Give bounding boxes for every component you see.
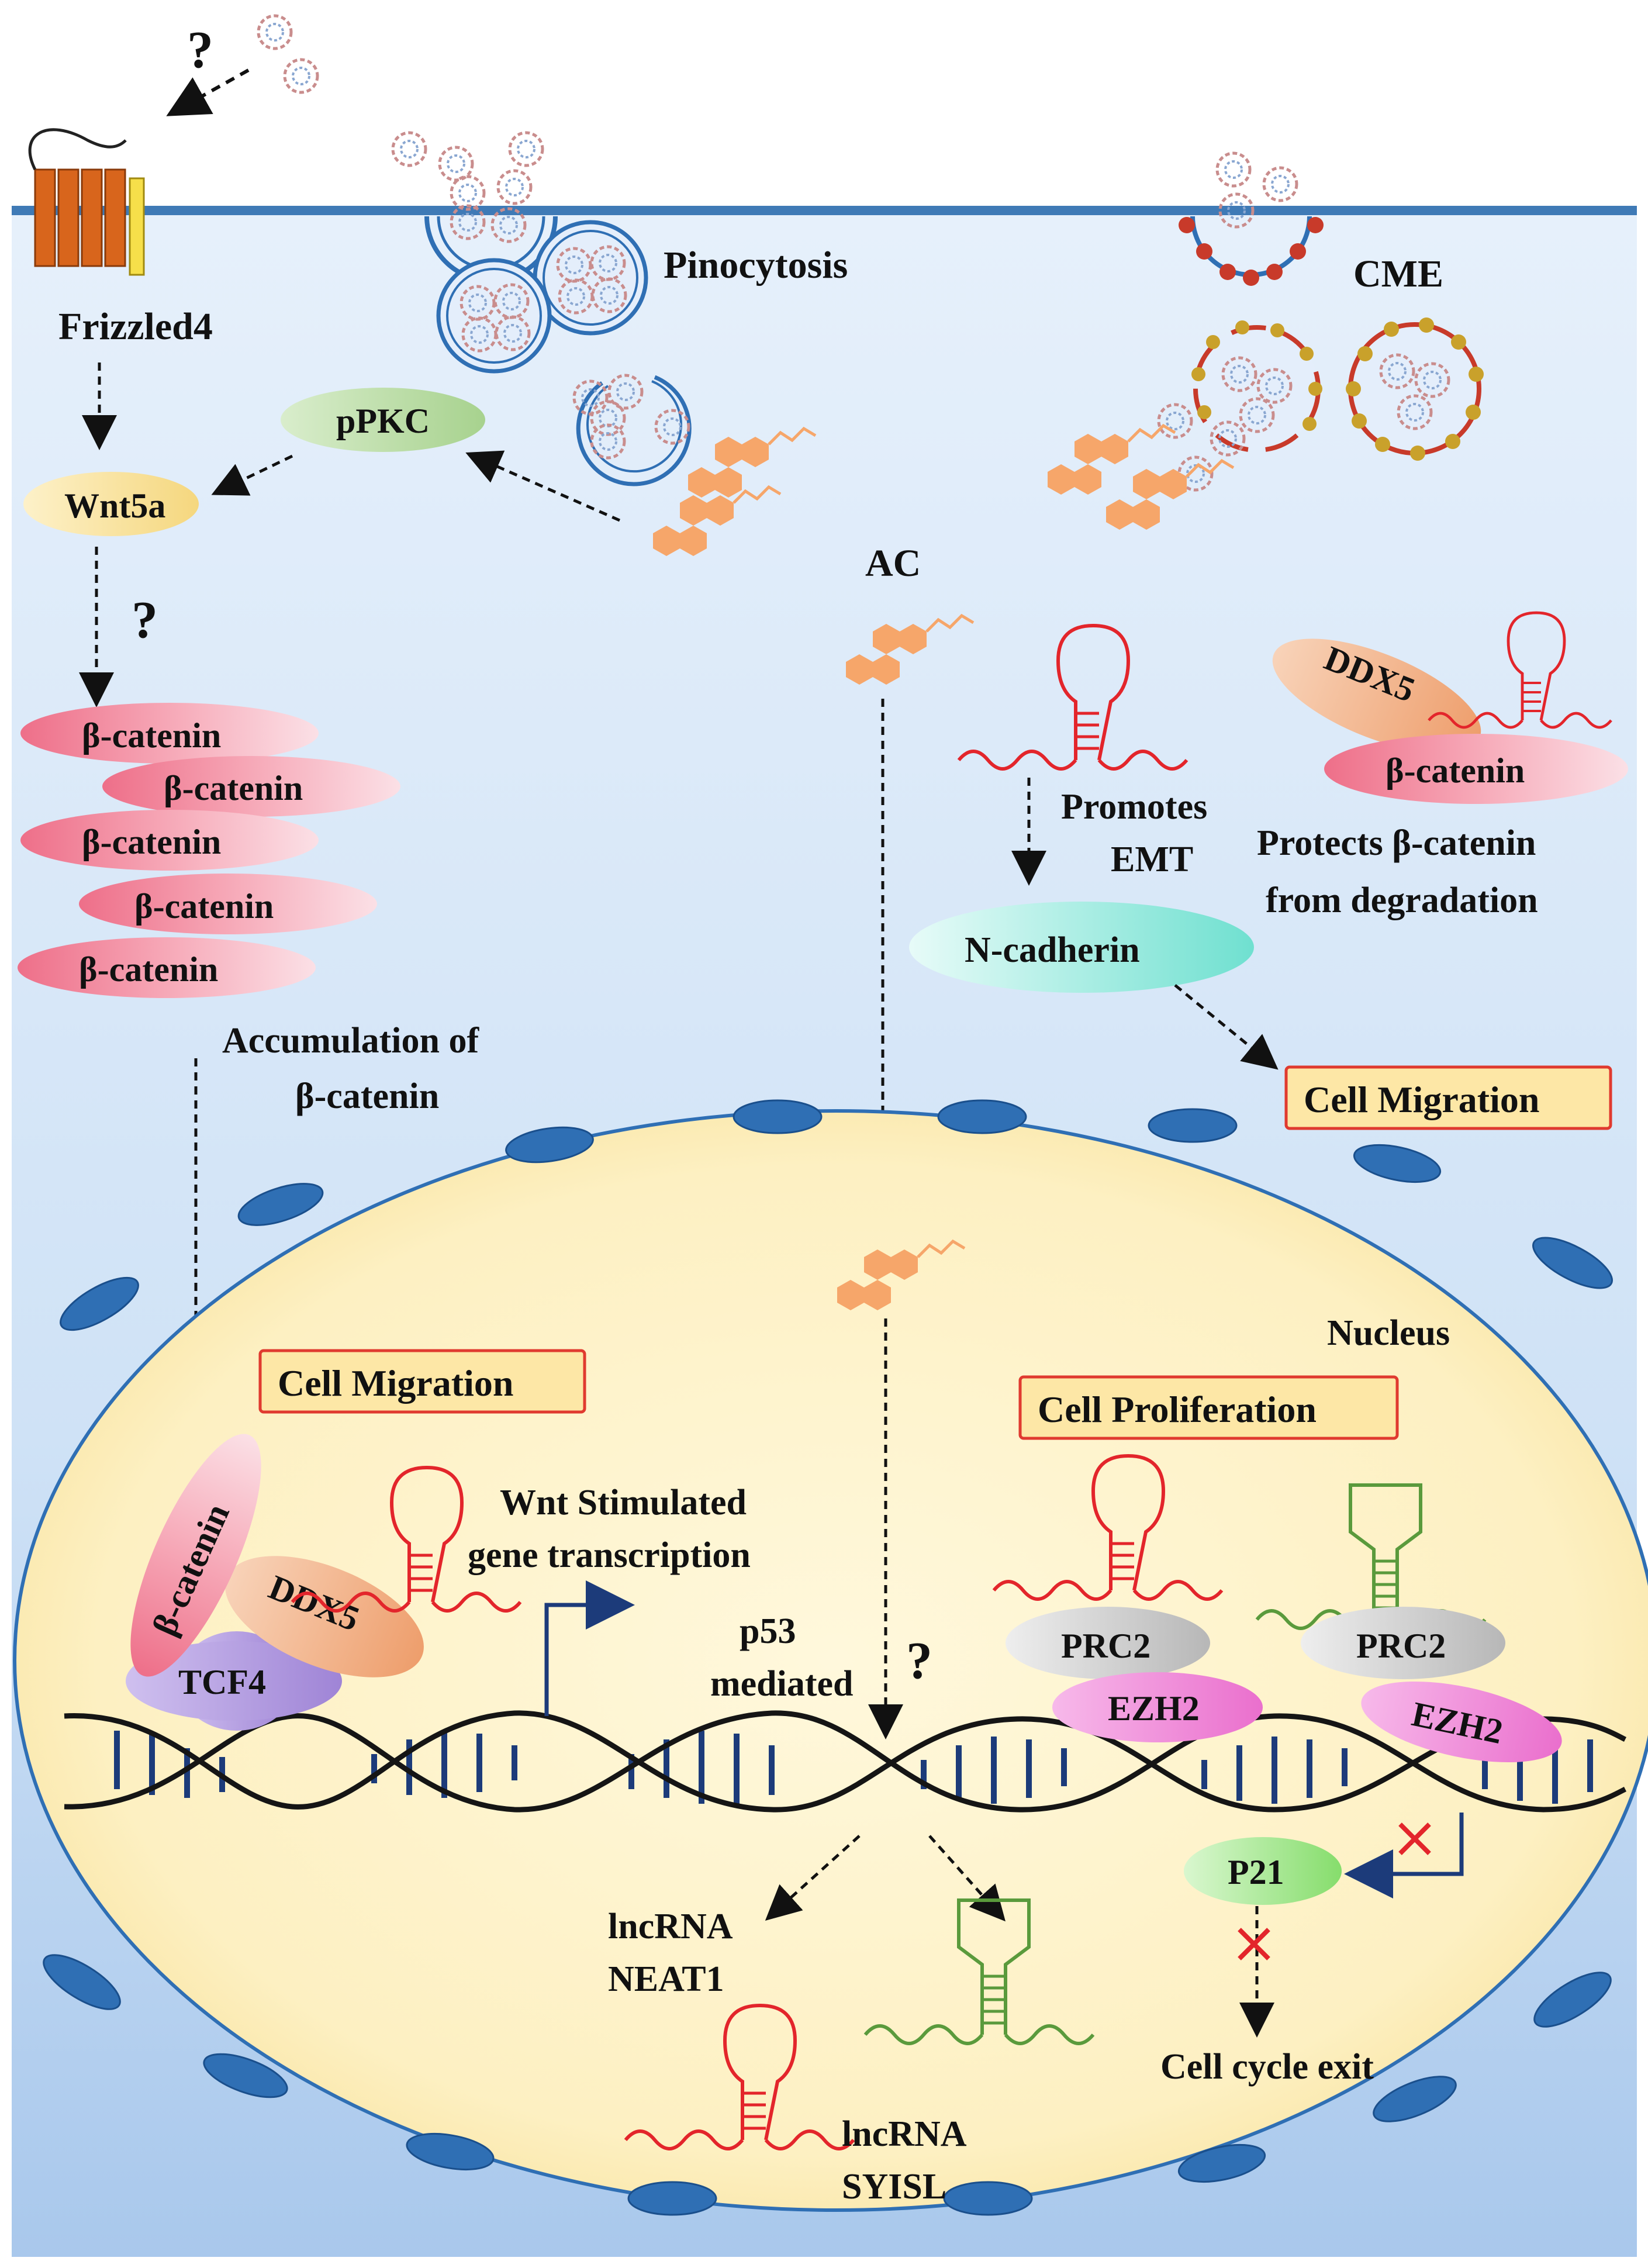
lncrna-syisl-label-2: SYISL — [842, 2167, 946, 2207]
beta-catenin-label: β-catenin — [82, 716, 221, 755]
plasma-membrane — [12, 206, 1637, 215]
beta-catenin-label: β-catenin — [164, 769, 303, 807]
beta-catenin-stack: β-catenin β-catenin β-catenin β-catenin … — [18, 703, 400, 998]
cell-migration-box-nucleus: Cell Migration — [258, 1349, 586, 1414]
promotes-label-2: EMT — [1111, 840, 1193, 879]
wnt-stimulated-label-1: Wnt Stimulated — [500, 1483, 747, 1523]
cell-migration-box-top: Cell Migration — [1284, 1065, 1612, 1130]
cell-proliferation-label: Cell Proliferation — [1038, 1389, 1317, 1430]
promotes-label-1: Promotes — [1061, 787, 1207, 827]
prc2-label: PRC2 — [1061, 1627, 1151, 1665]
repression-x-icon — [1238, 1928, 1270, 1960]
p53-label-1: p53 — [740, 1611, 796, 1651]
beta-catenin-label: β-catenin — [134, 887, 274, 926]
beta-catenin-label: β-catenin — [79, 950, 218, 989]
ac-label: AC — [865, 542, 921, 585]
tcf4-label: TCF4 — [178, 1663, 266, 1701]
p53-label-2: mediated — [710, 1664, 854, 1704]
pinocytosis-label: Pinocytosis — [664, 244, 848, 286]
protects-label-2: from degradation — [1266, 881, 1538, 920]
nuclear-pores — [43, 1099, 1614, 2216]
question-mark-top: ? — [187, 21, 213, 79]
protects-label-1: Protects β-catenin — [1257, 823, 1536, 863]
accumulation-label-1: Accumulation of — [222, 1021, 480, 1061]
dna-double-helix — [64, 1710, 1627, 1813]
wnt5a-node — [23, 472, 199, 536]
wnt5a-label: Wnt5a — [64, 486, 165, 525]
accumulation-label-2: β-catenin — [295, 1076, 439, 1116]
wnt-stimulated-label-2: gene transcription — [468, 1535, 751, 1575]
beta-catenin-label: β-catenin — [1386, 751, 1525, 790]
pinocytosis-vesicles — [393, 133, 692, 486]
prc2-ezh2-complex-left: PRC2 EZH2 — [1006, 1607, 1263, 1742]
cme-label: CME — [1353, 253, 1443, 295]
lncrna-syisl-label-1: lncRNA — [842, 2114, 967, 2154]
cell-migration-label: Cell Migration — [278, 1362, 513, 1404]
frizzled4-receptor — [28, 109, 167, 276]
ppkc-node — [281, 388, 485, 452]
beta-catenin-label: β-catenin — [82, 823, 221, 861]
cme-vesicles — [1179, 153, 1484, 461]
frizzled4-label: Frizzled4 — [58, 305, 213, 348]
prc2-ezh2-complex-right: PRC2 EZH2 — [1301, 1607, 1562, 1763]
ppkc-label: pPKC — [336, 402, 430, 440]
question-mark-p53: ? — [906, 1632, 932, 1690]
cell-migration-label: Cell Migration — [1304, 1079, 1539, 1120]
lncrna-neat1-label-2: NEAT1 — [608, 1959, 724, 1999]
prc2-label: PRC2 — [1356, 1627, 1446, 1665]
lncrna-neat1-label-1: lncRNA — [608, 1907, 733, 1946]
repression-x-icon — [1398, 1822, 1431, 1855]
ddx5-beta-catenin-complex: DDX5 β-catenin — [1272, 638, 1628, 804]
nucleus-label: Nucleus — [1327, 1313, 1450, 1353]
p21-label: P21 — [1228, 1853, 1284, 1891]
n-cadherin-node — [909, 902, 1254, 993]
cell-proliferation-box: Cell Proliferation — [1018, 1375, 1399, 1440]
p21-node — [1184, 1837, 1342, 1905]
cell-cycle-exit-label: Cell cycle exit — [1160, 2047, 1374, 2087]
ezh2-label: EZH2 — [1108, 1689, 1200, 1728]
question-mark-wnt: ? — [132, 591, 158, 649]
n-cadherin-label: N-cadherin — [965, 930, 1140, 970]
